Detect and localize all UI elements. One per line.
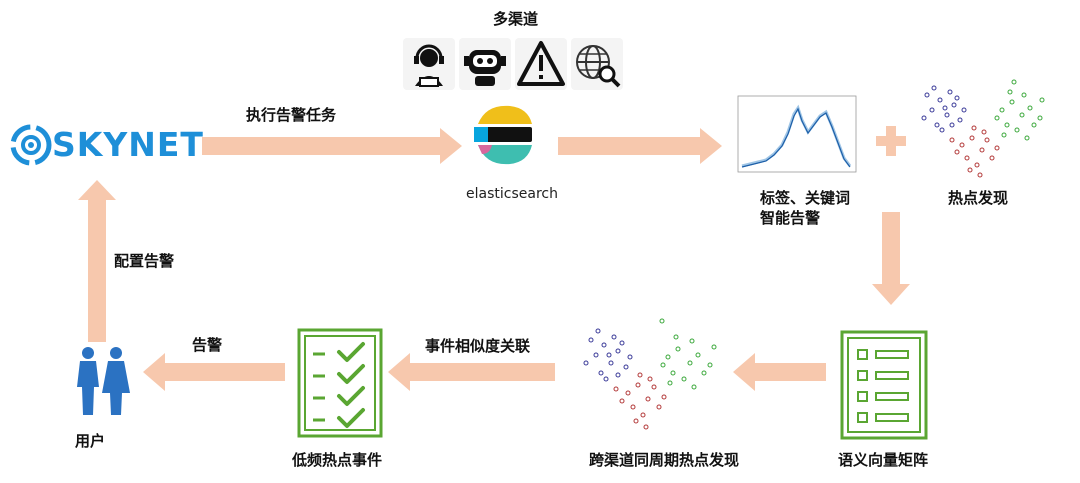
arrow-to-events	[388, 353, 555, 391]
arrow-to-user	[143, 353, 285, 391]
arrow-to-chart	[558, 128, 722, 164]
low-freq-events-label: 低频热点事件	[292, 451, 383, 469]
skynet-logo-mark	[10, 124, 52, 166]
cross-channel-scatter-plot	[583, 318, 717, 430]
hotspot-scatter-plot	[921, 79, 1045, 178]
arrow-exec-task	[202, 128, 462, 164]
customer-service-icon	[403, 38, 455, 90]
arrow-up	[78, 180, 116, 342]
arrow-down	[872, 212, 910, 305]
channels-title: 多渠道	[493, 10, 539, 28]
semantic-vector-matrix-label: 语义向量矩阵	[838, 451, 929, 469]
cluster-red	[949, 125, 1000, 178]
cluster-green	[659, 318, 717, 390]
line-chart-thumbnail	[737, 95, 857, 173]
web-search-icon	[571, 38, 623, 90]
arrow-to-scatter	[733, 353, 826, 391]
user-label: 用户	[75, 432, 106, 450]
cluster-blue	[583, 328, 633, 382]
exec-alert-task-label: 执行告警任务	[246, 106, 337, 124]
elasticsearch-label: elasticsearch	[466, 186, 558, 202]
config-alert-label: 配置告警	[114, 252, 175, 270]
event-similarity-label: 事件相似度关联	[425, 337, 531, 355]
checklist-icon	[297, 328, 383, 438]
hotspot-discovery-label: 热点发现	[948, 189, 1009, 207]
cluster-green	[994, 79, 1045, 141]
skynet-logo: SKYNET	[8, 122, 203, 168]
semantic-matrix-icon	[840, 330, 928, 440]
alert-label: 告警	[192, 336, 223, 354]
skynet-logo-text: SKYNET	[52, 125, 204, 164]
tag-keyword-alert-label-line2: 智能告警	[760, 209, 821, 227]
elasticsearch-logo-icon	[474, 105, 532, 165]
cross-channel-hotspot-label: 跨渠道同周期热点发现	[589, 451, 740, 469]
user-icon	[77, 347, 130, 415]
cluster-blue	[921, 85, 967, 133]
cluster-red	[613, 372, 667, 430]
plus-vertical	[886, 126, 896, 156]
robot-icon	[459, 38, 511, 90]
warning-icon	[515, 38, 567, 90]
tag-keyword-alert-label-line1: 标签、关键词	[760, 189, 851, 207]
